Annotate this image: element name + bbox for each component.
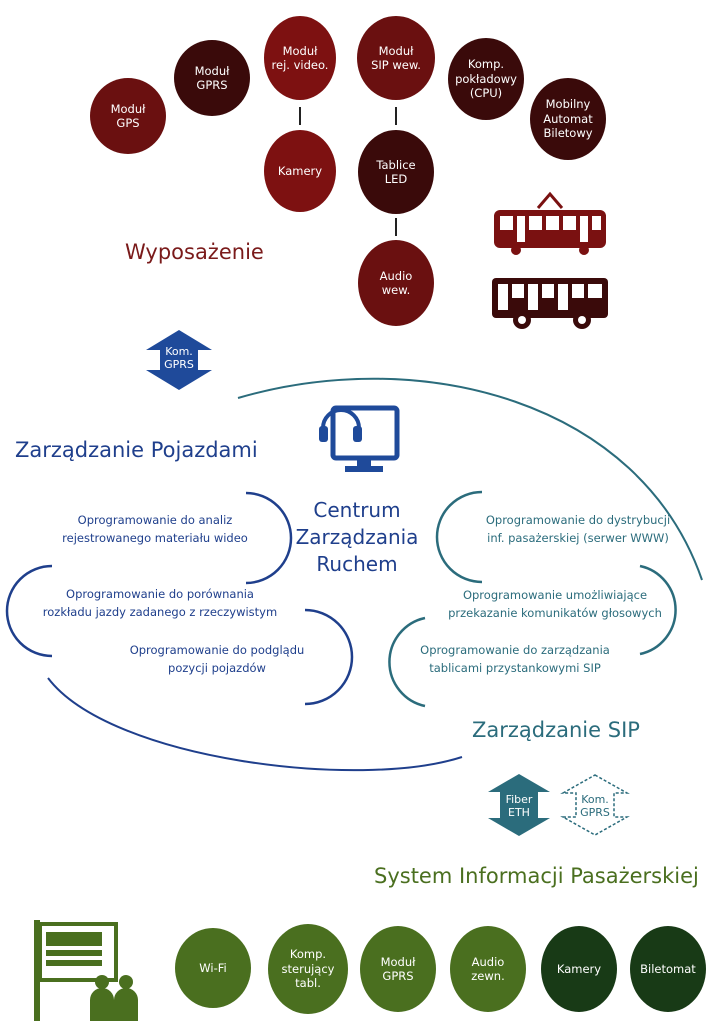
ellipse-arc-bottom: [47, 677, 463, 772]
onboard-computer: Komp. pokładowy (CPU): [448, 38, 524, 120]
pi-audio-external: Audio zewn.: [450, 926, 526, 1012]
cameras: Kamery: [264, 130, 336, 212]
fleet-item-timetable-comparison: Oprogramowanie do porównania rozkładu ja…: [42, 587, 278, 619]
bracket-fleet-3: [304, 608, 354, 706]
fiber-eth-label: Fiber ETH: [505, 793, 533, 820]
pi-cameras: Kamery: [541, 926, 617, 1012]
module-gps: Moduł GPS: [90, 78, 166, 154]
module-sip-internal: Moduł SIP wew.: [357, 16, 435, 100]
comm-gprs-bottom-label: Kom. GPRS: [580, 793, 610, 820]
bracket-sip-1: [435, 490, 483, 584]
bus-icon: [492, 278, 608, 329]
passenger-info-title: System Informacji Pasażerskiej: [374, 864, 699, 888]
mobile-ticket-machine: Mobilny Automat Biletowy: [530, 78, 606, 160]
sip-management-title: Zarządzanie SIP: [472, 718, 640, 742]
bracket-fleet-2: [5, 564, 53, 658]
ellipse-arc-top: [237, 377, 703, 581]
bracket-sip-2: [639, 564, 677, 656]
bracket-fleet-1: [245, 491, 293, 585]
monitor-headset-icon: [319, 405, 400, 472]
module-gprs: Moduł GPRS: [174, 40, 250, 116]
led-boards: Tablice LED: [358, 130, 434, 214]
pi-wifi: Wi-Fi: [175, 928, 251, 1008]
equipment-title: Wyposażenie: [125, 240, 264, 264]
comm-gprs-top-label: Kom. GPRS: [164, 345, 194, 372]
pi-ticket-machine: Biletomat: [630, 926, 706, 1012]
dashed-arrow-icon: [560, 774, 630, 836]
double-arrow-icon: [146, 330, 212, 390]
tram-icon: [494, 191, 606, 255]
pi-board-computer: Komp. sterujący tabl.: [268, 924, 348, 1014]
bracket-sip-3: [388, 616, 426, 708]
people-icon: [90, 975, 138, 1021]
sip-item-www-distribution: Oprogramowanie do dystrybucji inf. pasaż…: [485, 513, 671, 545]
module-video-recorder: Moduł rej. video.: [264, 16, 336, 100]
sip-item-stop-boards: Oprogramowanie do zarządzania tablicami …: [420, 643, 610, 675]
audio-internal: Audio wew.: [358, 240, 434, 326]
center-title: Centrum Zarządzania Ruchem: [295, 498, 419, 576]
fleet-management-title: Zarządzanie Pojazdami: [15, 438, 258, 462]
fiber-arrow-icon: [488, 774, 550, 836]
sip-item-voice-messages: Oprogramowanie umożliwiające przekazanie…: [448, 588, 662, 620]
fleet-item-vehicle-position: Oprogramowanie do podglądu pozycji pojaz…: [129, 643, 305, 675]
pi-gprs-module: Moduł GPRS: [360, 926, 436, 1012]
bus-stop-sign-icon: [34, 920, 118, 1021]
fleet-item-video-analysis: Oprogramowanie do analiz rejestrowanego …: [62, 513, 248, 545]
